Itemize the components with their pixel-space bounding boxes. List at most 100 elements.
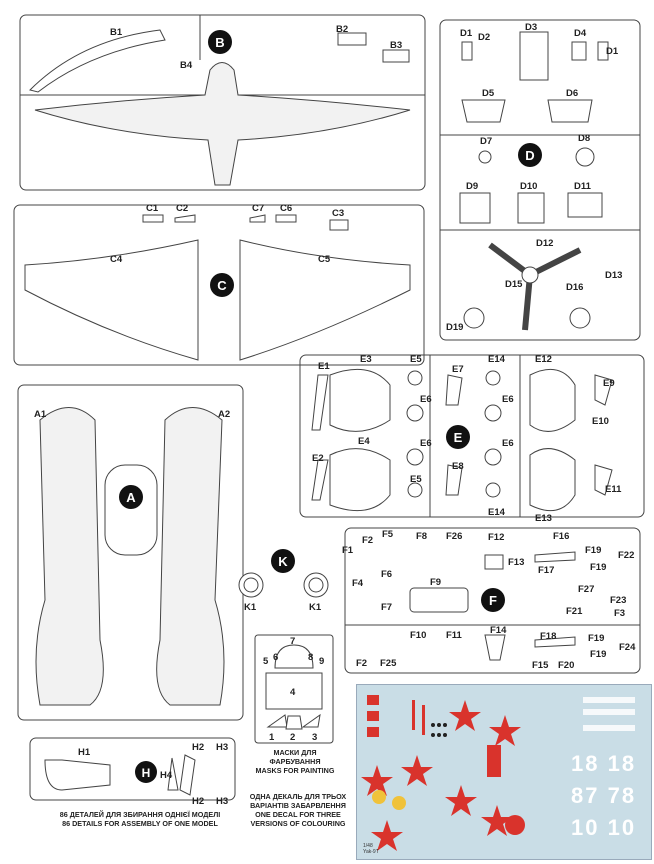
parts-note: 86 ДЕТАЛЕЙ ДЛЯ ЗБИРАННЯ ОДНІЄЇ МОДЕЛІ 86…	[40, 810, 240, 828]
decal-caption: 1/48 Yak-9T	[363, 843, 379, 855]
label-f19c: F19	[588, 633, 604, 644]
label-h3a: H3	[216, 742, 228, 753]
part-b3	[382, 49, 410, 63]
label-f10: F10	[410, 630, 426, 641]
label-d2: D2	[478, 32, 490, 43]
label-f8: F8	[416, 531, 427, 542]
mask-8: 8	[308, 652, 313, 663]
part-c4-wing-upper-left	[24, 239, 199, 361]
label-d1b: D1	[606, 46, 619, 57]
label-d8: D8	[578, 133, 590, 144]
label-b2: B2	[336, 24, 348, 35]
label-d15: D15	[505, 279, 523, 290]
label-f19a: F19	[585, 545, 601, 556]
label-f15: F15	[532, 660, 549, 671]
label-f5: F5	[382, 529, 394, 540]
label-f11: F11	[446, 630, 463, 641]
sprue-e: E E1 E3 E5 E7 E14 E12 E9 E6 E6 E10 E4 E6…	[299, 354, 645, 524]
sprue-a-letter: A	[126, 490, 136, 505]
sprue-d-letter: D	[525, 148, 534, 163]
label-f1: F1	[342, 545, 354, 556]
sprue-b: B B1 B2 B3 B4	[19, 14, 426, 191]
sprue-b-letter-bg	[208, 30, 232, 54]
label-k1a: K1	[244, 602, 257, 613]
label-b1: B1	[110, 27, 123, 38]
label-e5a: E5	[410, 354, 422, 365]
parts-note-en: 86 DETAILS FOR ASSEMBLY OF ONE MODEL	[62, 819, 218, 828]
label-e1: E1	[318, 361, 330, 372]
label-f17: F17	[538, 565, 554, 576]
label-e3: E3	[360, 354, 372, 365]
label-f19b: F19	[590, 562, 606, 573]
decal-number-18a: 18	[571, 751, 600, 776]
label-d13: D13	[605, 270, 622, 281]
decal-number-10a: 10	[571, 815, 600, 840]
sprue-h-letter: H	[142, 766, 151, 780]
label-c6: C6	[280, 203, 292, 214]
sprue-k: K K1 K1	[238, 549, 329, 613]
label-e6d: E6	[502, 438, 514, 449]
label-e10: E10	[592, 416, 609, 427]
sprue-c-letter: C	[217, 278, 227, 293]
label-d1a: D1	[460, 28, 473, 39]
label-f2a: F2	[362, 535, 373, 546]
label-d3: D3	[525, 22, 537, 33]
label-e6a: E6	[420, 394, 432, 405]
label-f20: F20	[558, 660, 574, 671]
decal-product: Yak-9T	[363, 849, 379, 855]
label-e14b: E14	[488, 507, 506, 518]
decal-number-18b: 18	[607, 751, 637, 776]
label-c1: C1	[146, 203, 159, 214]
label-f9: F9	[430, 577, 441, 588]
label-e13: E13	[535, 513, 552, 524]
decal-note: ОДНА ДЕКАЛЬ ДЛЯ ТРЬОХ ВАРІАНТІВ ЗАБАРВЛЕ…	[246, 792, 350, 828]
label-d10: D10	[520, 181, 537, 192]
mask-3: 3	[312, 732, 317, 743]
decal-sheet: 18 18 87 78 10 10 1/48 Yak-9T	[356, 684, 652, 860]
label-f7: F7	[381, 602, 392, 613]
masks-note: МАСКИ ДЛЯ ФАРБУВАННЯ MASKS FOR PAINTING	[250, 748, 340, 775]
label-d4: D4	[574, 28, 587, 39]
decal-number-row-3: 10 10	[571, 815, 636, 841]
label-h1: H1	[78, 747, 91, 758]
label-e5b: E5	[410, 474, 422, 485]
label-c5: C5	[318, 254, 331, 265]
label-f4: F4	[352, 578, 364, 589]
decal-scale: 1/48	[363, 843, 373, 849]
label-e6c: E6	[420, 438, 432, 449]
decal-note-en: ONE DECAL FOR THREE VERSIONS OF COLOURIN…	[250, 810, 346, 828]
mask-5: 5	[263, 656, 269, 667]
label-h4: H4	[160, 770, 173, 781]
label-h2a: H2	[192, 742, 204, 753]
label-d12: D12	[536, 238, 553, 249]
label-d6: D6	[566, 88, 578, 99]
sprue-a: A A1 A2	[17, 384, 244, 721]
label-d5: D5	[482, 88, 495, 99]
label-f27: F27	[578, 584, 594, 595]
label-e7: E7	[452, 364, 464, 375]
label-b4: B4	[180, 60, 193, 71]
decal-number-10b: 10	[607, 815, 637, 840]
label-e8: E8	[452, 461, 464, 472]
label-f14: F14	[490, 625, 507, 636]
sprue-b-letter: B	[215, 35, 224, 50]
decal-number-row-1: 18 18	[571, 751, 636, 777]
label-d9: D9	[466, 181, 478, 192]
label-f22: F22	[618, 550, 634, 561]
sprue-c: C C1 C2 C7 C6 C3 C4 C5	[13, 203, 425, 366]
label-d16: D16	[566, 282, 583, 293]
label-e4: E4	[358, 436, 370, 447]
label-c4: C4	[110, 254, 123, 265]
mask-6: 6	[273, 652, 278, 663]
label-a2: A2	[218, 409, 230, 420]
part-b4-wing-lower	[34, 62, 411, 186]
sprue-e-letter: E	[454, 430, 463, 445]
label-c2: C2	[176, 203, 188, 214]
sprue-d: D D1 D2 D3 D4 D1 D5 D6 D7 D8 D9 D10 D11 …	[439, 19, 641, 341]
sprue-k-letter: K	[278, 554, 288, 569]
label-f25: F25	[380, 658, 397, 669]
sprue-f-letter: F	[489, 593, 497, 608]
label-f26: F26	[446, 531, 462, 542]
decal-number-78: 78	[607, 783, 637, 808]
part-a2-fuselage-right	[156, 407, 225, 706]
